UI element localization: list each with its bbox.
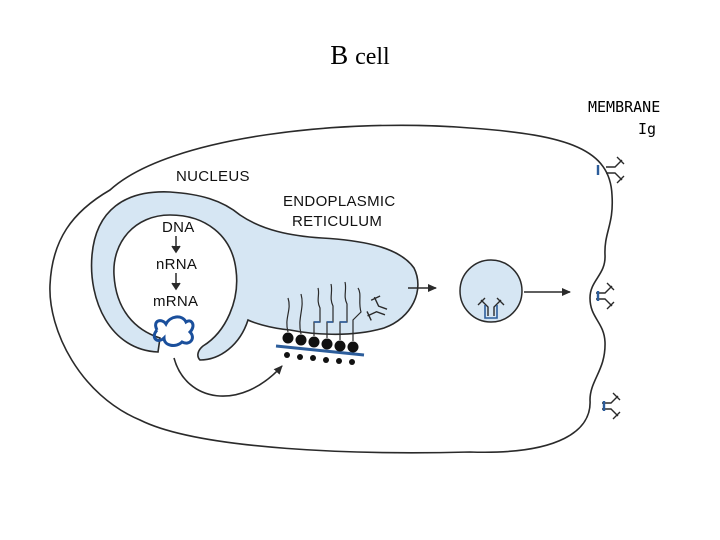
title-word: cell: [355, 44, 390, 70]
mrna-squiggle-icon: [152, 315, 195, 347]
nascent-polypeptides: [286, 281, 362, 341]
ribosome-small: [297, 354, 303, 360]
ribosome-small: [323, 357, 329, 363]
pathway-dna-label: DNA: [162, 219, 195, 236]
secretory-vesicle: [459, 259, 523, 323]
er-membrane-line: [275, 344, 365, 357]
membrane-label-line1: MEMBRANE: [588, 98, 661, 116]
pathway-mrna-label: mRNA: [153, 293, 198, 310]
ribosome-large: [308, 336, 320, 348]
dna-to-nrna-arrow: [171, 236, 181, 254]
ribosome-large: [321, 338, 333, 350]
er-label-line2: RETICULUM: [292, 213, 382, 230]
ribosome-small: [284, 352, 290, 358]
nucleus-and-er: [90, 191, 419, 361]
ribosome-large: [295, 334, 307, 346]
nrna-to-mrna-arrow: [171, 273, 181, 291]
er-label-line1: ENDOPLASMIC: [283, 193, 396, 210]
ribosome-large: [334, 340, 346, 352]
pathway-nrna-label: nRNA: [156, 256, 197, 273]
ribosome-small: [310, 355, 316, 361]
nucleus-label: NUCLEUS: [176, 168, 250, 185]
ribosome-small: [336, 358, 342, 364]
page-title: B cell: [0, 40, 720, 71]
title-letter: B: [330, 40, 349, 70]
ribosomes: [282, 332, 359, 365]
membrane-ig-label: MEMBRANE Ig: [588, 96, 720, 140]
ribosome-large: [347, 341, 359, 353]
mrna-to-ribosome-arrow: [173, 357, 283, 397]
ribosome-small: [349, 359, 355, 365]
ribosome-large: [282, 332, 294, 344]
membrane-label-line2: Ig: [638, 120, 657, 138]
